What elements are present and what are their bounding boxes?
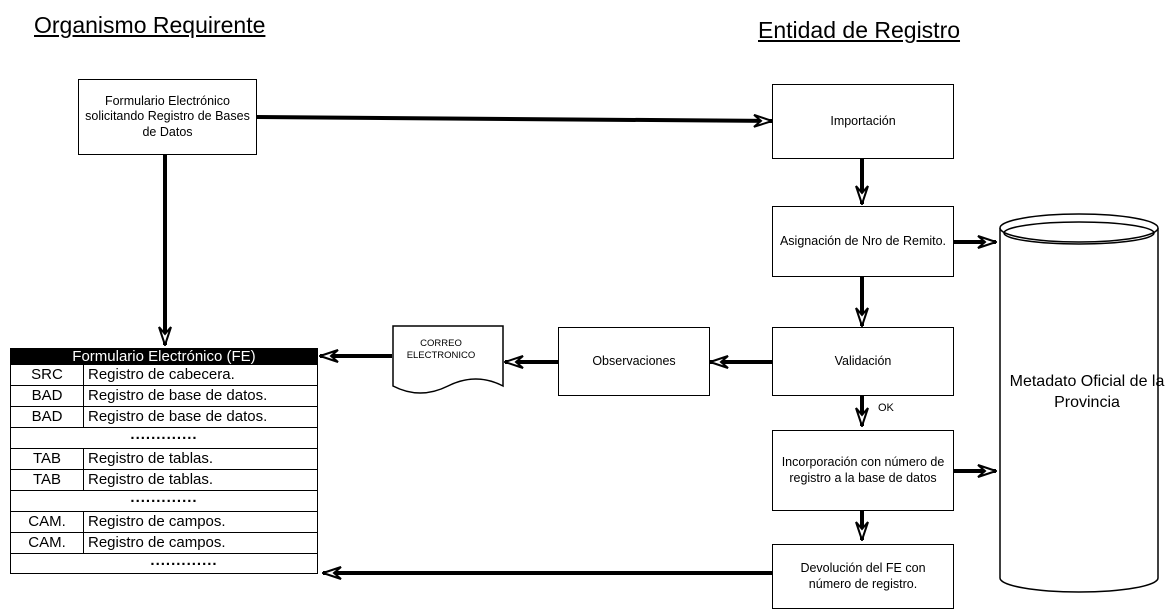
- fe-row: BAD Registro de base de datos.: [11, 406, 317, 427]
- fe-row-desc: Registro de tablas.: [88, 450, 214, 467]
- heading-organismo-requirente: Organismo Requirente: [34, 12, 266, 38]
- fe-ellipsis-row: .............: [11, 490, 317, 511]
- box-validacion: Validación: [772, 327, 954, 396]
- fe-row-code: TAB: [11, 449, 84, 469]
- fe-row-desc: Registro de base de datos.: [88, 408, 268, 425]
- fe-row-code: SRC: [11, 365, 84, 385]
- fe-row: TAB Registro de tablas.: [11, 448, 317, 469]
- box-observaciones: Observaciones: [558, 327, 710, 396]
- fe-row: CAM. Registro de campos.: [11, 511, 317, 532]
- fe-table-title: Formulario Electrónico (FE): [11, 349, 317, 365]
- arrow-formulario-to-importacion: [256, 117, 772, 121]
- fe-row-code: CAM.: [11, 512, 84, 532]
- fe-row-code: BAD: [11, 386, 84, 406]
- box-asignacion: Asignación de Nro de Remito.: [772, 206, 954, 277]
- fe-row: CAM. Registro de campos.: [11, 532, 317, 553]
- box-importacion: Importación: [772, 84, 954, 159]
- correo-electronico-label: CORREO ELECTRONICO: [406, 338, 476, 361]
- fe-row-desc: Registro de cabecera.: [88, 366, 235, 383]
- fe-row: BAD Registro de base de datos.: [11, 385, 317, 406]
- fe-row: SRC Registro de cabecera.: [11, 365, 317, 385]
- fe-row: TAB Registro de tablas.: [11, 469, 317, 490]
- fe-row-desc: Registro de campos.: [88, 513, 226, 530]
- fe-row-desc: Registro de base de datos.: [88, 387, 268, 404]
- correo-document-shape: [392, 325, 504, 394]
- metadato-label: Metadato Oficial de la Provincia: [1009, 373, 1165, 411]
- fe-table: Formulario Electrónico (FE) SRC Registro…: [10, 348, 318, 574]
- fe-row-code: CAM.: [11, 533, 84, 553]
- fe-row-code: TAB: [11, 470, 84, 490]
- fe-row-desc: Registro de campos.: [88, 534, 226, 551]
- fe-row-desc: Registro de tablas.: [88, 471, 214, 488]
- fe-ellipsis-row: .............: [11, 553, 317, 573]
- box-devolucion: Devolución del FE con número de registro…: [772, 544, 954, 609]
- box-formulario-solicitud: Formulario Electrónico solicitando Regis…: [78, 79, 257, 155]
- fe-row-code: BAD: [11, 407, 84, 427]
- metadato-cylinder: [999, 213, 1159, 593]
- heading-entidad-de-registro: Entidad de Registro: [758, 17, 961, 43]
- box-incorporacion: Incorporación con número de registro a l…: [772, 430, 954, 511]
- fe-ellipsis-row: .............: [11, 427, 317, 448]
- ok-label: OK: [878, 402, 894, 414]
